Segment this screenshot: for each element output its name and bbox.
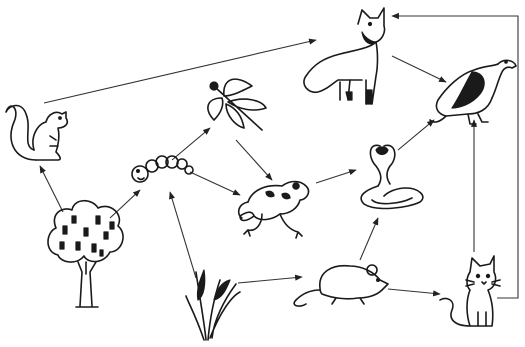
dragonfly-icon xyxy=(208,79,266,130)
frog-icon xyxy=(239,182,309,239)
arrow-tree-squirrel xyxy=(40,166,63,212)
vulture-icon xyxy=(430,60,516,124)
caterpillar-icon xyxy=(132,156,193,182)
arrow-caterpillar-frog xyxy=(190,172,240,195)
arrow-mouse-snake xyxy=(360,218,378,260)
arrow-cat-fox xyxy=(392,16,518,298)
arrow-mouse-cat xyxy=(388,289,440,294)
cobra-icon xyxy=(361,145,423,208)
arrow-squirrel-fox xyxy=(44,40,316,103)
squirrel-icon xyxy=(6,106,67,161)
arrow-grass-caterpillar xyxy=(170,192,196,278)
grass-icon xyxy=(186,270,240,340)
arrow-dragonfly-frog xyxy=(236,140,272,180)
fox-icon xyxy=(304,8,385,104)
arrow-fox-vulture xyxy=(392,56,446,82)
arrow-grass-mouse xyxy=(238,277,302,283)
arrow-snake-vulture xyxy=(398,120,434,150)
arrow-tree-caterpillar xyxy=(110,190,140,218)
arrow-caterpillar-dragonfly xyxy=(172,128,210,160)
mouse-icon xyxy=(294,265,388,306)
arrow-frog-snake xyxy=(316,170,356,183)
cat-icon xyxy=(440,256,500,326)
arrows-group xyxy=(40,16,518,298)
